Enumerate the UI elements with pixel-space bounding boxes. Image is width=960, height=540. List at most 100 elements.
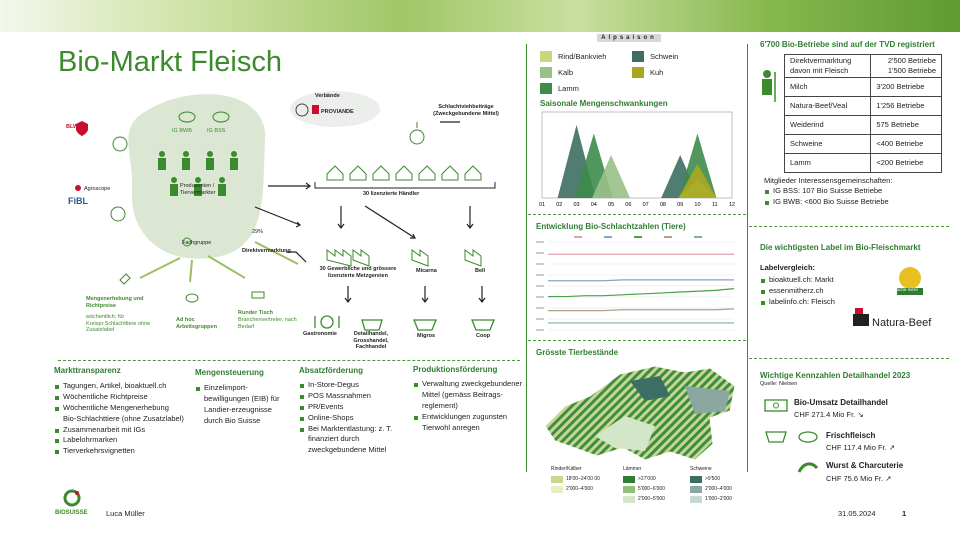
- list-item: In-Store-Degus: [299, 380, 407, 391]
- x-tick-label: 11: [712, 202, 718, 208]
- kpi-name: Frischfleisch: [826, 431, 876, 440]
- divider-h-5: [58, 360, 520, 361]
- factory-icons: [326, 249, 482, 267]
- banknote-icon: [764, 399, 788, 412]
- sub-left-head: Mengenerhebung und Richtpreise: [86, 296, 144, 309]
- divider-vertical-1: [526, 44, 527, 472]
- x-tick-label: 12: [729, 202, 735, 208]
- column-title: Produktionsförderung: [413, 365, 498, 374]
- table-row: Lamm<200 Betriebe: [783, 152, 942, 173]
- column-title: Absatzförderung: [299, 366, 363, 375]
- producer-bubble: [128, 94, 266, 259]
- labels-list: bioaktuell.ch: Markt essenmitherz.ch lab…: [760, 275, 880, 308]
- y-tick-label: [536, 318, 544, 320]
- kpi-title: Wichtige Kennzahlen Detailhandel 2023: [760, 371, 911, 380]
- list-item: essenmitherz.ch: [760, 286, 880, 297]
- list-item: Entwicklungen zugunsten Tierwohl anregen: [413, 412, 523, 434]
- column-title: Mengensteuerung: [195, 368, 264, 377]
- x-tick-label: 07: [643, 202, 649, 208]
- list-item: labelinfo.ch: Fleisch: [760, 297, 880, 308]
- agroscope-logo: [75, 185, 81, 191]
- list-item: Tagungen, Artikel, bioaktuell.ch: [54, 381, 184, 392]
- natura-beef-cow-icon: [853, 308, 869, 326]
- outlet-migros: Migros: [417, 333, 436, 339]
- kpi-value: CHF 117.4 Mio Fr. ↗: [826, 443, 896, 452]
- legend-item: Lamm: [540, 80, 579, 96]
- series-line-rind: [548, 308, 735, 312]
- proviande-label: PROVIANDE: [321, 109, 354, 115]
- x-tick-label: 08: [660, 202, 666, 208]
- alpsaison-label: Alpsaison: [597, 34, 661, 42]
- kpi-value: CHF 271.4 Mio Fr. ↘: [794, 410, 864, 419]
- org-agroscope: Agroscope: [84, 186, 111, 192]
- footer-date: 31.05.2024: [838, 509, 876, 518]
- legend-swatch: [604, 236, 612, 238]
- column-absatzfoerderung: Absatzförderung In-Store-Degus POS Massn…: [299, 366, 407, 456]
- steak-icon: [798, 431, 818, 443]
- tvd-title: 6'700 Bio-Betriebe sind auf der TVD regi…: [760, 40, 935, 49]
- y-tick-label: [536, 296, 544, 298]
- kpi-value: CHF 75.6 Mio Fr. ↗: [826, 474, 892, 483]
- y-tick-label: [536, 241, 544, 243]
- column-list: In-Store-Degus POS Massnahmen PR/Events …: [299, 380, 407, 456]
- x-tick-label: 04: [591, 202, 597, 208]
- list-item: Wöchentliche Mengenerhebung Bio-Schlacht…: [54, 403, 184, 425]
- divider-h-2: [528, 340, 746, 341]
- footer-page-number: 1: [902, 509, 907, 518]
- fachgruppe-label: Fachgruppe: [182, 240, 212, 246]
- legend-item: Schwein: [632, 48, 678, 64]
- sub-icons: [119, 273, 265, 303]
- page-title: Bio-Markt Fleisch: [58, 46, 282, 78]
- chart-frame: [541, 111, 733, 199]
- series-line-kuh: [548, 279, 734, 282]
- legend-item: Kuh: [632, 64, 663, 80]
- x-tick-label: 03: [573, 202, 579, 208]
- legend-swatch: [634, 236, 642, 238]
- labels-compare-head: Labelvergleich:: [760, 263, 816, 272]
- money-bag-icon-3: [409, 129, 425, 145]
- map-legend-rinder: Rinder/Kälber 18'00–24'00 00 2'000–4'000: [551, 466, 600, 493]
- list-item: Verwaltung zweckgebundener Mittel (gemäs…: [413, 379, 523, 412]
- money-bag-icon: [112, 136, 128, 152]
- slaughter-chart-title: Entwicklung Bio-Schlachtzahlen (Tiere): [536, 222, 686, 231]
- bell-label: Bell: [475, 268, 486, 274]
- column-mengensteuerung: Mengensteuerung Einzelimport-bewilligung…: [195, 368, 290, 427]
- farmer-icon: [762, 70, 776, 102]
- biosuisse-logo: BIOSUISSE: [55, 510, 88, 516]
- y-tick-label: [536, 263, 544, 265]
- money-bag-icon-2: [110, 206, 126, 222]
- y-tick-label: [536, 329, 544, 331]
- list-item: Zusammenarbeit mit IGs: [54, 425, 184, 436]
- ig-list: IG BSS: 107 Bio Suisse Betriebe IG BWB: …: [764, 186, 944, 208]
- list-item: Tierverkehrsvignetten: [54, 446, 184, 457]
- header-banner: [0, 0, 960, 32]
- column-list: Einzelimport-bewilligungen (EIB) für Lan…: [195, 383, 290, 427]
- kpi-name: Wurst & Charcuterie: [826, 461, 904, 470]
- x-tick-label: 02: [556, 202, 562, 208]
- slaughter-chart: [536, 236, 735, 331]
- list-item: Einzelimport-bewilligungen (EIB) für Lan…: [195, 383, 290, 427]
- list-item: Labelohrmarken: [54, 435, 184, 446]
- natura-beef-logo: Natura-Beef: [872, 317, 932, 329]
- ig-bss-label: IG BSS: [207, 128, 226, 134]
- haendler-barns-icon: [326, 165, 482, 181]
- x-tick-label: 09: [677, 202, 683, 208]
- y-tick-label: [536, 285, 544, 287]
- ig-head: Mitglieder Interessensgemeinschaften:: [764, 176, 893, 185]
- pig-icon: [178, 111, 230, 123]
- labels-title: Die wichtigsten Label im Bio-Fleischmark…: [760, 243, 921, 252]
- vache-mere-logo: [897, 267, 923, 295]
- divider-h-3: [749, 226, 949, 227]
- column-list: Tagungen, Artikel, bioaktuell.ch Wöchent…: [54, 381, 184, 457]
- outlet-detailhandel: Detailhandel, Grosshandel, Fachhandel: [353, 331, 389, 351]
- divider-h-4: [749, 358, 949, 359]
- org-fibl: FiBL: [68, 196, 88, 206]
- micarna-label: Micarna: [416, 268, 437, 274]
- series-area-kuh: [678, 163, 717, 198]
- list-item: IG BSS: 107 Bio Suisse Betriebe: [764, 186, 944, 197]
- column-markttransparenz: Markttransparenz Tagungen, Artikel, bioa…: [54, 366, 184, 457]
- list-item: PR/Events: [299, 402, 407, 413]
- legend-item: Kalb: [540, 64, 573, 80]
